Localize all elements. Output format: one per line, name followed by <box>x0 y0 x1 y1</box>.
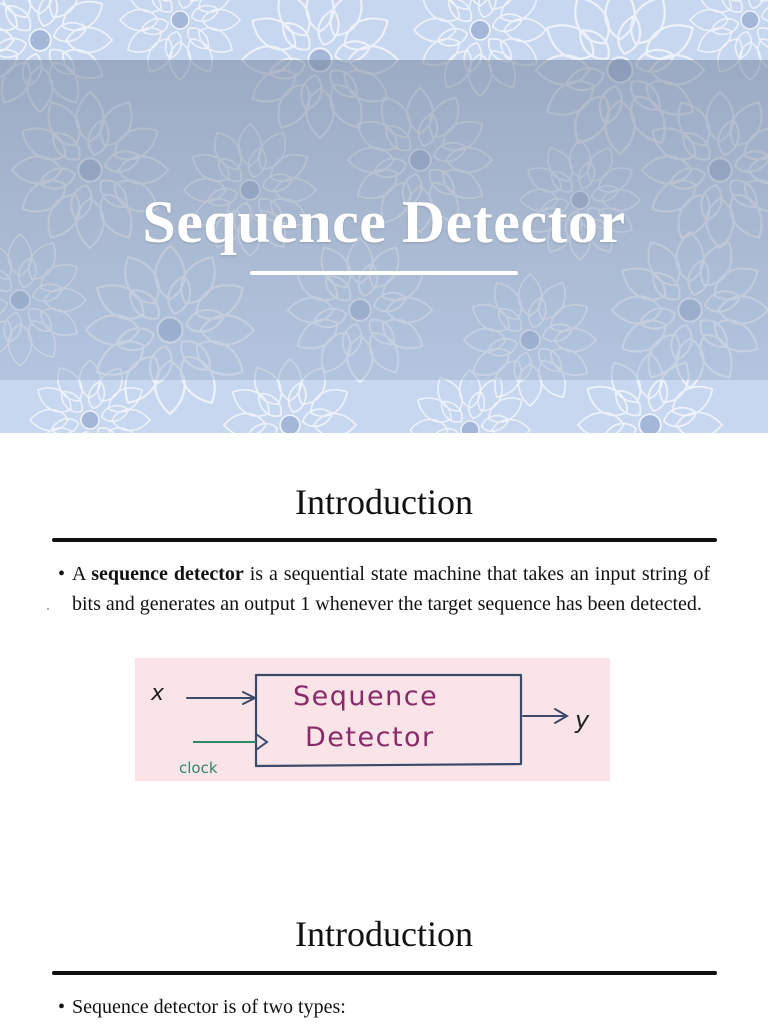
clock-label: clock <box>179 759 218 777</box>
title-underline <box>250 271 518 275</box>
bullet-text: A sequence detector is a sequential stat… <box>58 559 710 619</box>
intro-slide: Introduction • A sequence detector is a … <box>0 433 768 900</box>
slide-heading: Introduction <box>295 482 473 522</box>
bullet-types: • Sequence detector is of two types: <box>58 992 710 1022</box>
types-slide: Introduction • Sequence detector is of t… <box>0 900 768 1024</box>
box-label-line2: Detector <box>305 722 435 753</box>
title-band <box>0 60 768 380</box>
detector-box <box>254 673 523 768</box>
output-label: y <box>574 706 590 734</box>
bullet-definition: • A sequence detector is a sequential st… <box>58 559 710 619</box>
diagram-drawing: x Sequence Detector clock y <box>150 673 590 777</box>
bullet-bold-term: sequence detector <box>91 563 244 585</box>
box-label-line1: Sequence <box>293 681 438 712</box>
slide-heading: Introduction <box>295 914 473 954</box>
title-slide: Sequence Detector <box>0 0 768 433</box>
bullet-text: Sequence detector is of two types: <box>72 996 346 1018</box>
input-arrow <box>186 691 258 705</box>
heading-rule <box>52 538 717 542</box>
output-arrow <box>522 708 569 724</box>
heading-rule <box>52 971 717 975</box>
clock-triangle <box>255 733 269 751</box>
input-label: x <box>150 681 165 706</box>
bullet-lead: A <box>72 563 92 585</box>
bullet-rest: is a sequential state machine that takes… <box>72 563 710 615</box>
stray-mark <box>47 608 49 610</box>
slide-title: Sequence Detector <box>142 189 626 255</box>
bullet-marker: • <box>58 996 66 1018</box>
sequence-detector-diagram: x Sequence Detector clock y <box>135 658 610 781</box>
bullet-marker: • <box>58 563 66 585</box>
